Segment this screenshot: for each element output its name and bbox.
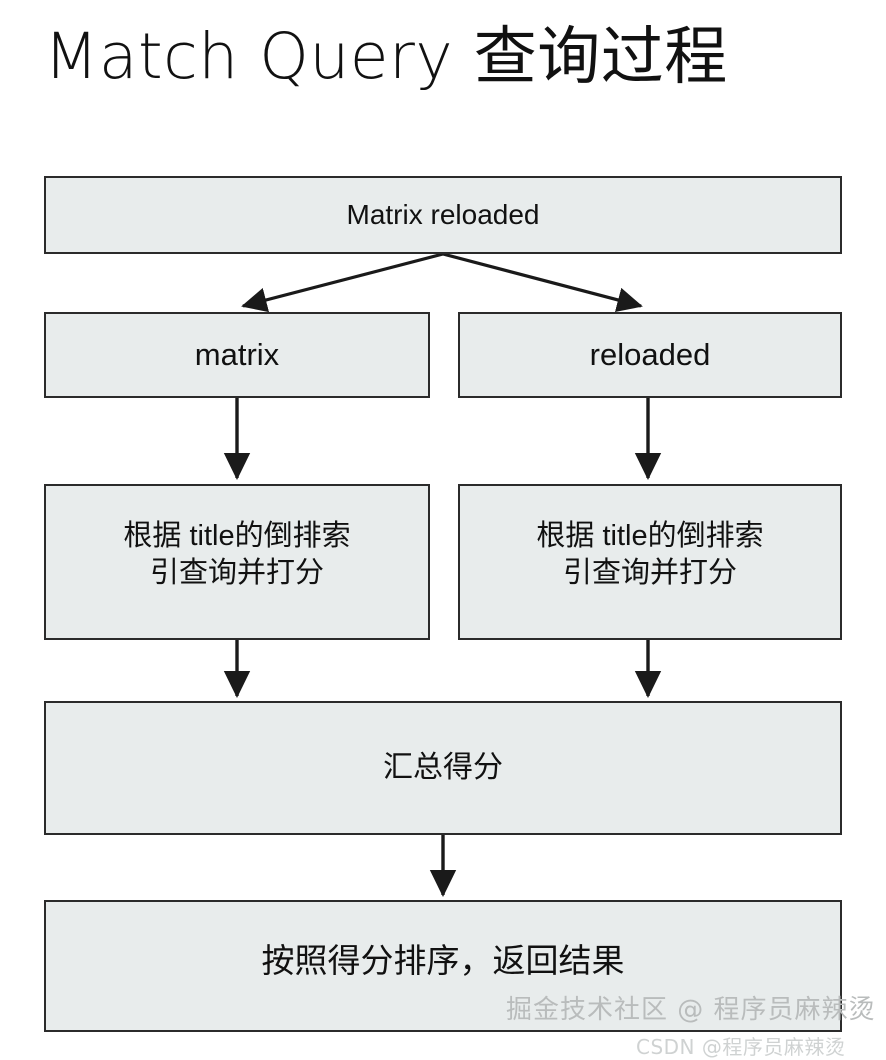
node-label: 汇总得分 [383,750,503,784]
watermark-juejin: 掘金技术社区 @ 程序员麻辣烫 [506,995,876,1025]
connector-root-to-reloaded [442,252,643,313]
node-label: Matrix reloaded [346,199,540,231]
node-label: 根据 title的倒排索 引查询并打分 [123,519,351,589]
node-label: reloaded [589,337,711,373]
node-score-matrix: 根据 title的倒排索 引查询并打分 [44,484,430,640]
page-title: Match Query 查询过程 [44,19,728,93]
node-score-reloaded: 根据 title的倒排索 引查询并打分 [458,484,842,640]
node-term-reloaded: reloaded [458,312,842,398]
node-sort-and-return: 按照得分排序，返回结果 [44,900,842,1032]
node-label: 根据 title的倒排索 引查询并打分 [536,519,764,589]
node-label: matrix [194,337,280,373]
node-label: 按照得分排序，返回结果 [261,941,625,979]
watermark-csdn: CSDN @程序员麻辣烫 [636,1035,846,1059]
node-matrix-reloaded: Matrix reloaded [44,176,842,254]
node-aggregate-score: 汇总得分 [44,701,842,835]
node-term-matrix: matrix [44,312,430,398]
connector-root-to-matrix [241,252,444,313]
